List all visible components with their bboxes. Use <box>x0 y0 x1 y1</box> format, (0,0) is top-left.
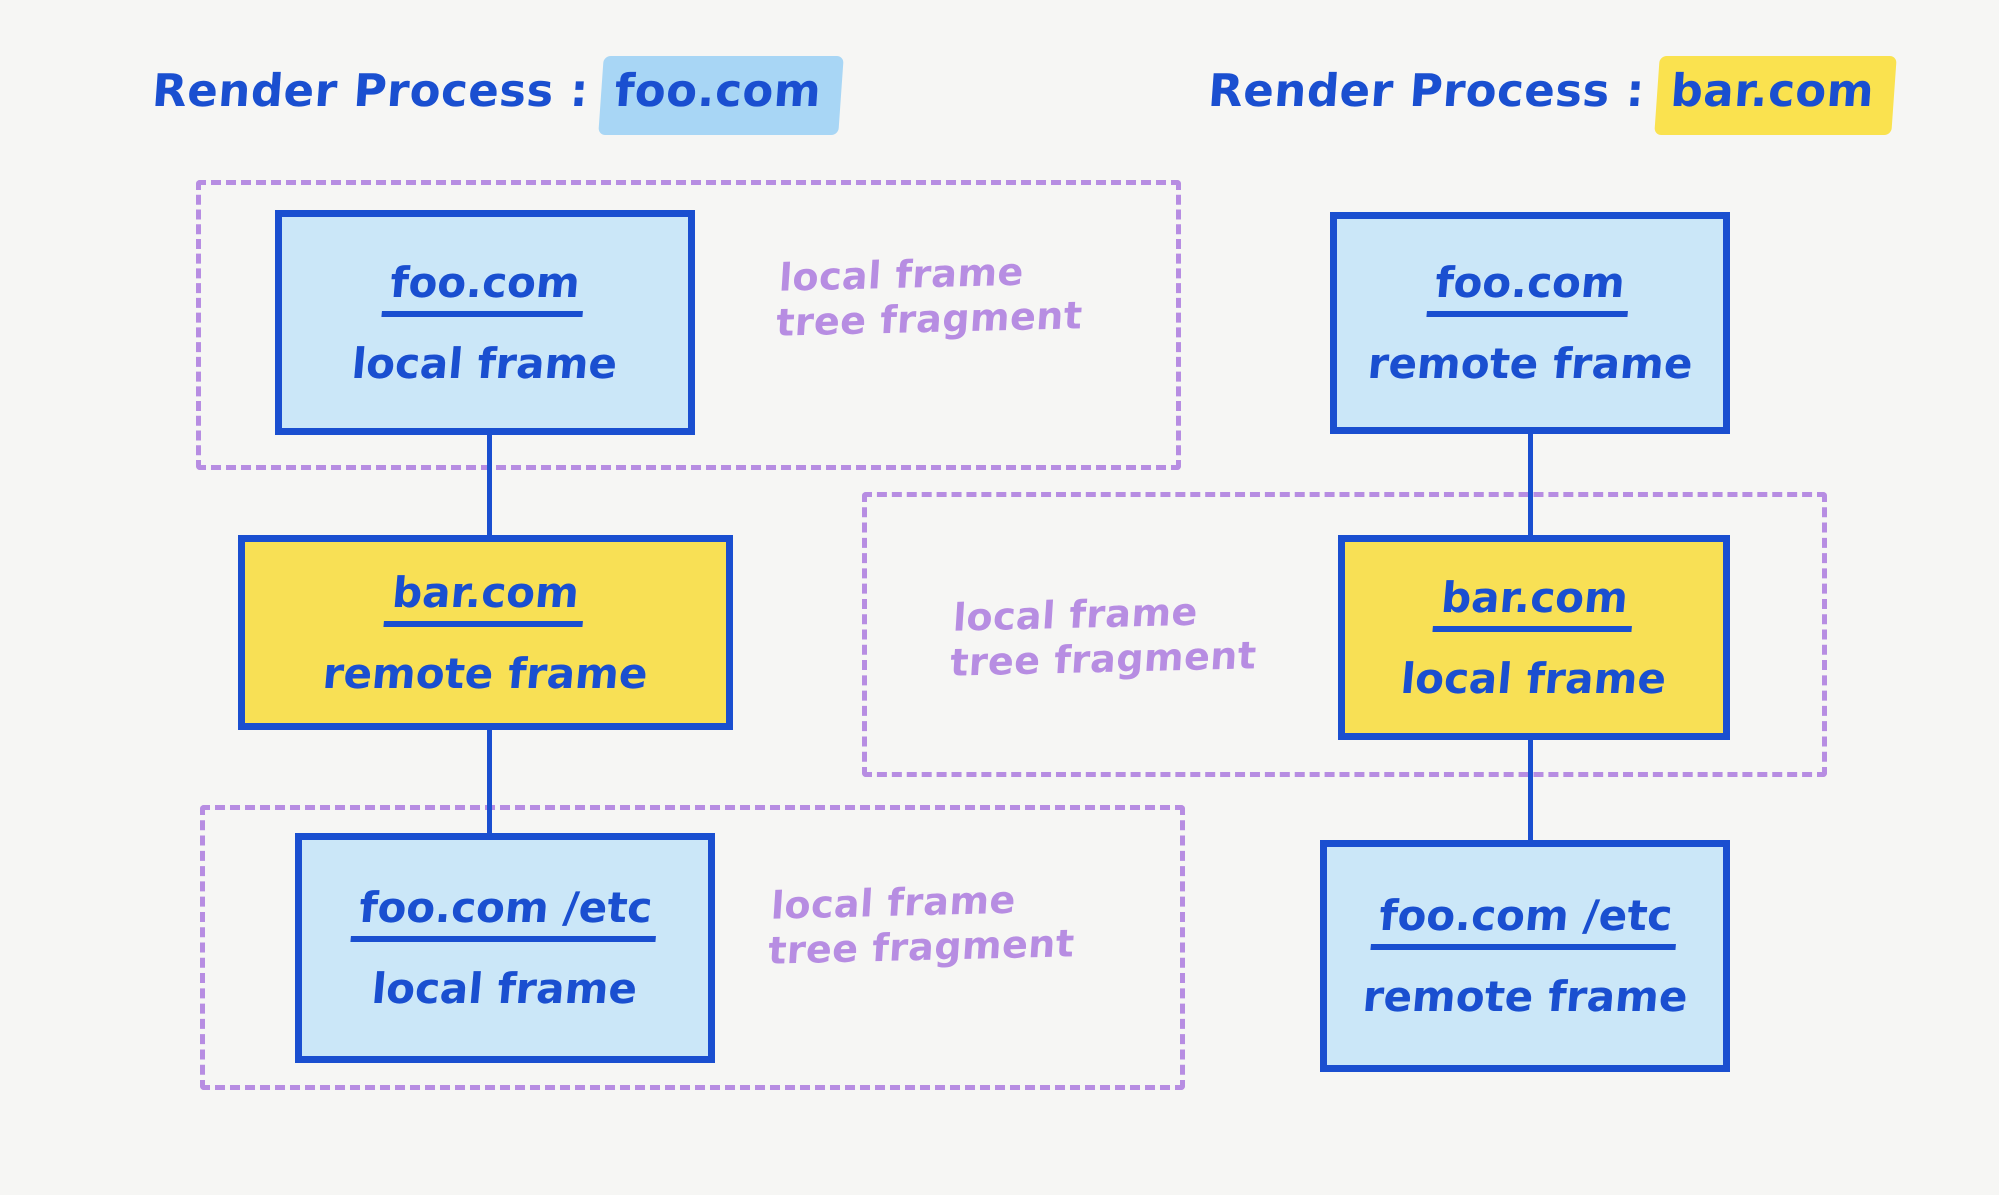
connector-right-1-2 <box>1528 430 1533 550</box>
render-process-host-left: foo.com <box>602 62 834 129</box>
render-process-label-left: Render Process : <box>150 64 591 117</box>
frame-kind-right-3: remote frame <box>1360 972 1690 1021</box>
connector-right-2-3 <box>1528 737 1533 847</box>
render-process-label-right: Render Process : <box>1206 64 1647 117</box>
fragment-label-2: local frame tree fragment <box>948 589 1258 685</box>
frame-host-right-2: bar.com <box>1432 572 1636 632</box>
frame-kind-left-1: local frame <box>350 338 620 388</box>
frame-box-right-3[interactable]: foo.com /etc remote frame <box>1320 840 1730 1072</box>
fragment-label-3: local frame tree fragment <box>766 877 1076 973</box>
frame-host-left-3: foo.com /etc <box>349 883 661 942</box>
frame-kind-left-3: local frame <box>370 964 640 1013</box>
connector-left-1-2 <box>487 430 492 540</box>
frame-box-left-3[interactable]: foo.com /etc local frame <box>295 833 715 1063</box>
frame-host-right-1: foo.com <box>1426 258 1634 317</box>
frame-box-left-1[interactable]: foo.com local frame <box>275 210 695 435</box>
frame-host-left-2: bar.com <box>383 567 588 627</box>
render-process-host-right: bar.com <box>1658 62 1887 129</box>
fragment-label-1: local frame tree fragment <box>774 249 1084 345</box>
local-frame-tree-fragment-group-3 <box>200 805 1185 1090</box>
frame-host-right-3: foo.com /etc <box>1369 891 1681 950</box>
local-frame-tree-fragment-group-1 <box>196 180 1181 470</box>
local-frame-tree-fragment-group-2 <box>862 492 1827 777</box>
frame-kind-right-1: remote frame <box>1365 339 1695 388</box>
render-process-title-foo: Render Process : foo.com <box>150 62 834 129</box>
frame-host-left-1: foo.com <box>381 257 589 317</box>
connector-left-2-3 <box>487 725 492 835</box>
frame-box-left-2[interactable]: bar.com remote frame <box>238 535 733 730</box>
frame-kind-left-2: remote frame <box>321 648 650 698</box>
frame-box-right-2[interactable]: bar.com local frame <box>1338 535 1730 740</box>
frame-box-right-1[interactable]: foo.com remote frame <box>1330 212 1730 434</box>
render-process-title-bar: Render Process : bar.com <box>1206 62 1887 129</box>
frame-kind-right-2: local frame <box>1399 653 1669 703</box>
